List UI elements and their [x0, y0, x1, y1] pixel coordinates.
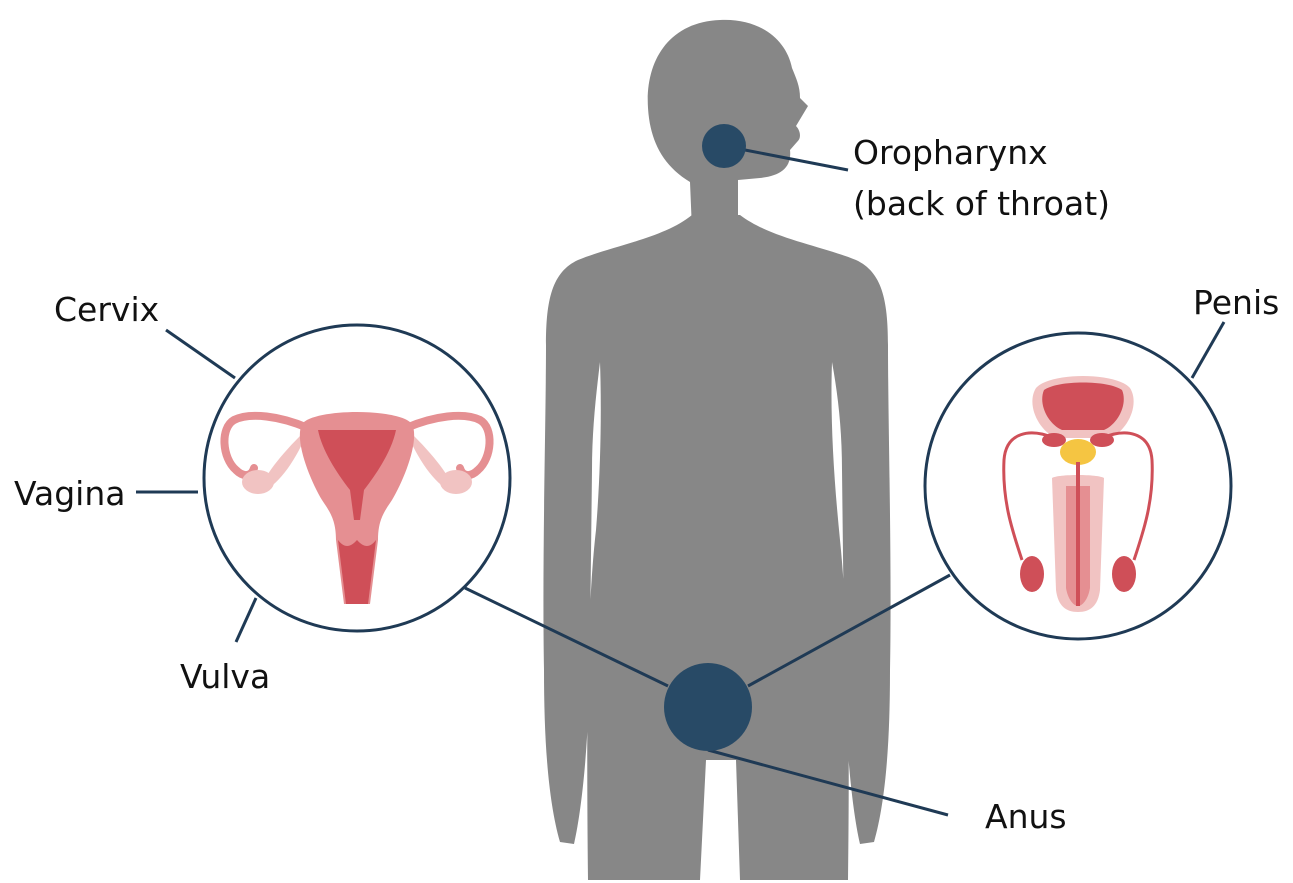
oropharynx-label: Oropharynx: [853, 133, 1048, 173]
vagina-label: Vagina: [14, 474, 126, 514]
penis-leader: [1192, 322, 1224, 378]
anus-label: Anus: [985, 797, 1067, 837]
left-ovary: [242, 470, 274, 494]
right-testicle: [1112, 556, 1136, 592]
cervix-leader: [166, 330, 235, 378]
bladder: [1042, 383, 1124, 431]
oropharynx-marker: [702, 124, 746, 168]
right-seminal-vesicle: [1090, 433, 1114, 447]
vulva-label: Vulva: [180, 657, 270, 697]
female-anatomy-inset: [204, 325, 510, 631]
left-seminal-vesicle: [1042, 433, 1066, 447]
oropharynx-note-label: (back of throat): [853, 184, 1110, 224]
left-testicle: [1020, 556, 1044, 592]
penis-label: Penis: [1193, 283, 1279, 323]
cervix-label: Cervix: [54, 290, 159, 330]
prostate: [1060, 439, 1096, 465]
genital-anal-marker: [664, 663, 752, 751]
torso-and-legs: [543, 215, 890, 880]
right-ovary: [440, 470, 472, 494]
male-anatomy-inset: [925, 333, 1231, 639]
vulva-leader: [236, 598, 256, 642]
